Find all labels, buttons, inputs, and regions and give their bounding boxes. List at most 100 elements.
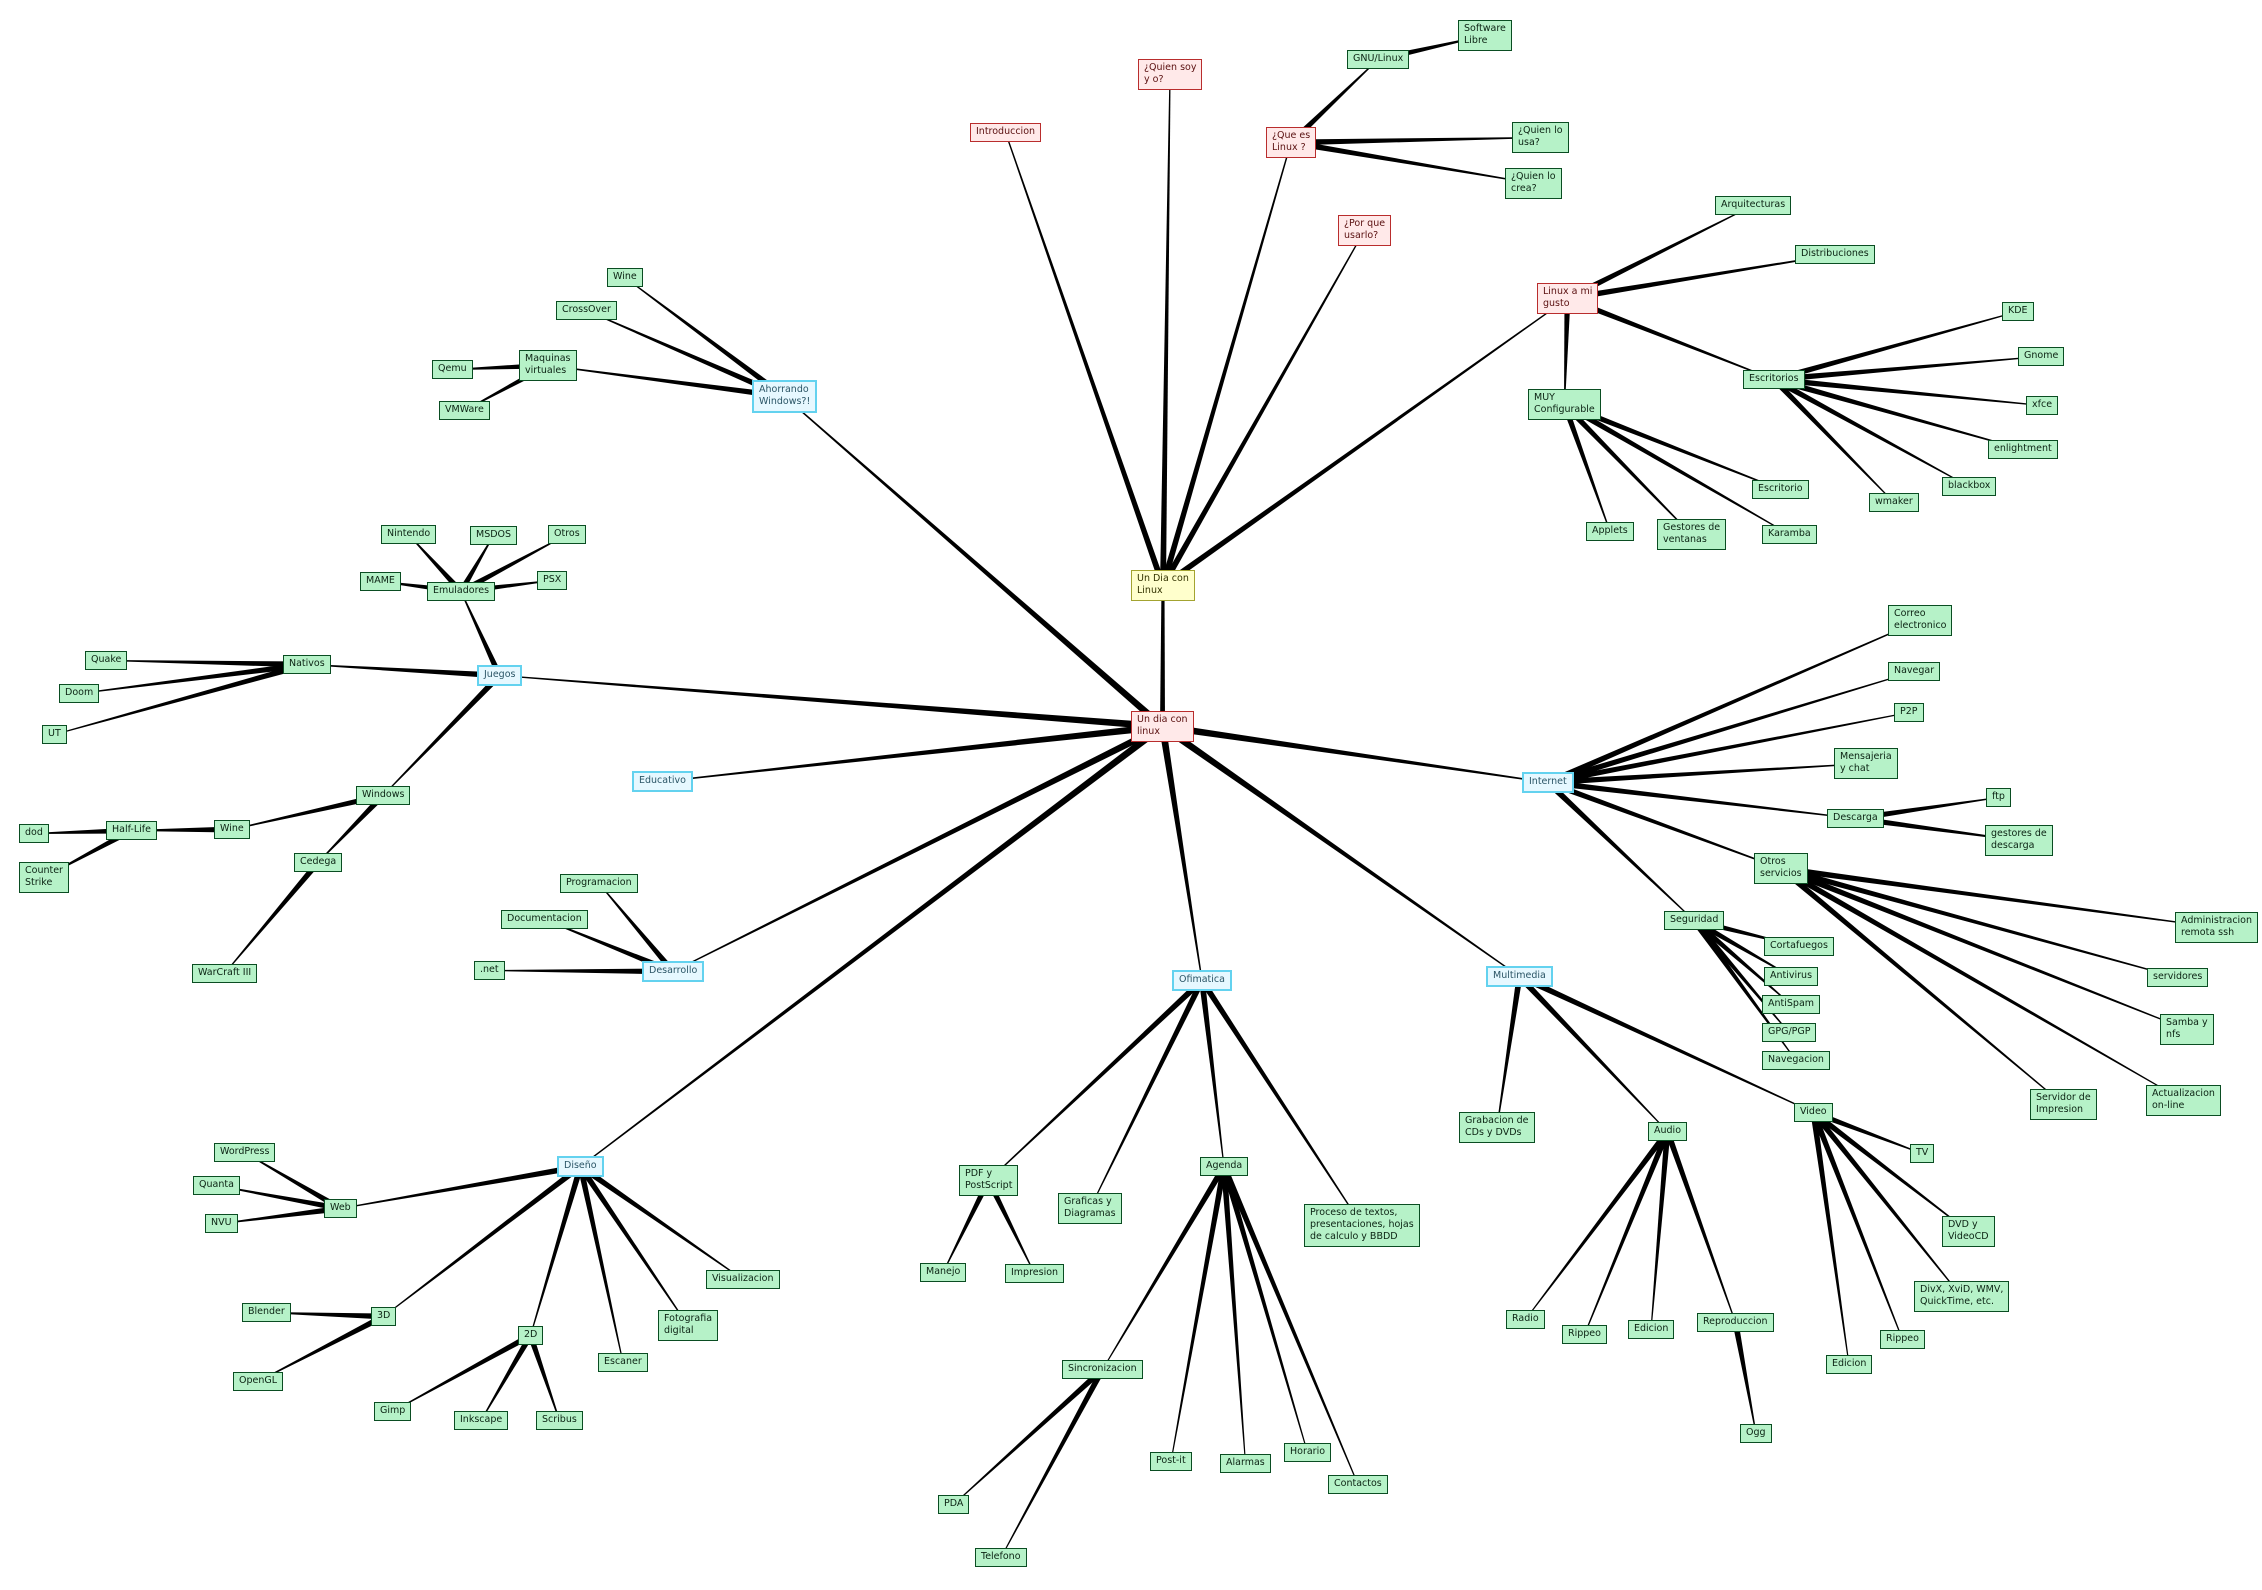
node-grabacion[interactable]: Grabacion de CDs y DVDs <box>1459 1112 1535 1143</box>
node-edicion2[interactable]: Edicion <box>1826 1355 1873 1374</box>
node-gnu[interactable]: GNU/Linux <box>1347 50 1410 69</box>
node-ofimatica[interactable]: Ofimatica <box>1172 970 1232 991</box>
node-windows[interactable]: Windows <box>356 786 411 805</box>
node-audio[interactable]: Audio <box>1648 1122 1688 1141</box>
node-mame[interactable]: MAME <box>360 572 401 591</box>
node-ut[interactable]: UT <box>42 725 67 744</box>
node-nativos[interactable]: Nativos <box>283 655 331 674</box>
node-quiencrea[interactable]: ¿Quien lo crea? <box>1505 168 1562 199</box>
node-opengl[interactable]: OpenGL <box>233 1372 284 1391</box>
node-correo[interactable]: Correo electronico <box>1888 605 1953 636</box>
node-cortafuegos[interactable]: Cortafuegos <box>1764 937 1834 956</box>
node-kde[interactable]: KDE <box>2002 302 2034 321</box>
node-actualizacion[interactable]: Actualizacion on-line <box>2146 1085 2221 1116</box>
node-ftp[interactable]: ftp <box>1986 788 2011 807</box>
node-descarga[interactable]: Descarga <box>1827 809 1884 828</box>
node-radio[interactable]: Radio <box>1506 1310 1545 1329</box>
node-gpg[interactable]: GPG/PGP <box>1762 1023 1817 1042</box>
node-video[interactable]: Video <box>1794 1103 1833 1122</box>
node-ahorrando[interactable]: Ahorrando Windows?! <box>752 380 818 413</box>
node-otrosserv[interactable]: Otros servicios <box>1754 853 1808 884</box>
node-tv[interactable]: TV <box>1910 1144 1935 1163</box>
node-antivirus[interactable]: Antivirus <box>1764 967 1819 986</box>
node-porque[interactable]: ¿Por que usarlo? <box>1338 215 1392 246</box>
node-gusto[interactable]: Linux a mi gusto <box>1537 283 1599 314</box>
node-divx[interactable]: DivX, XviD, WMV, QuickTime, etc. <box>1914 1281 2010 1312</box>
node-gnome[interactable]: Gnome <box>2018 347 2065 366</box>
node-contactos[interactable]: Contactos <box>1328 1475 1388 1494</box>
node-cstrike[interactable]: Counter Strike <box>19 862 69 893</box>
node-rippeo2[interactable]: Rippeo <box>1880 1330 1925 1349</box>
node-otros1[interactable]: Otros <box>548 525 586 544</box>
node-quien[interactable]: ¿Quien soy y o? <box>1138 59 1203 90</box>
node-multimedia[interactable]: Multimedia <box>1486 966 1553 987</box>
node-blender[interactable]: Blender <box>242 1303 291 1322</box>
node-sincro[interactable]: Sincronizacion <box>1062 1360 1143 1379</box>
node-desarrollo[interactable]: Desarrollo <box>642 961 705 982</box>
node-swlibre[interactable]: Software Libre <box>1458 20 1512 51</box>
node-juegos[interactable]: Juegos <box>477 665 523 686</box>
node-navegacion[interactable]: Navegacion <box>1762 1051 1830 1070</box>
node-agenda[interactable]: Agenda <box>1200 1157 1249 1176</box>
node-pda[interactable]: PDA <box>938 1495 970 1514</box>
node-adminremota[interactable]: Administracion remota ssh <box>2175 912 2259 943</box>
node-vmware[interactable]: VMWare <box>439 401 490 420</box>
node-dod[interactable]: dod <box>19 824 49 843</box>
node-educativo[interactable]: Educativo <box>632 771 693 792</box>
node-alarmas[interactable]: Alarmas <box>1220 1454 1271 1473</box>
node-servimpresion[interactable]: Servidor de Impresion <box>2030 1089 2097 1120</box>
node-dvd[interactable]: DVD y VideoCD <box>1942 1216 1995 1247</box>
node-d3[interactable]: 3D <box>371 1307 397 1326</box>
node-maqvirt[interactable]: Maquinas virtuales <box>519 350 577 381</box>
node-rippeo1[interactable]: Rippeo <box>1562 1325 1607 1344</box>
node-servidores[interactable]: servidores <box>2147 968 2209 987</box>
node-quees[interactable]: ¿Que es Linux ? <box>1266 127 1317 158</box>
node-gestventanas[interactable]: Gestores de ventanas <box>1657 519 1727 550</box>
node-navegar[interactable]: Navegar <box>1888 662 1941 681</box>
node-quanta[interactable]: Quanta <box>193 1176 240 1195</box>
node-crossover[interactable]: CrossOver <box>556 301 617 320</box>
node-programacion[interactable]: Programacion <box>560 874 638 893</box>
node-pdf[interactable]: PDF y PostScript <box>959 1165 1019 1196</box>
node-mensajeria[interactable]: Mensajeria y chat <box>1834 748 1898 779</box>
node-inkscape[interactable]: Inkscape <box>454 1411 509 1430</box>
node-documentacion[interactable]: Documentacion <box>501 910 588 929</box>
node-distros[interactable]: Distribuciones <box>1795 245 1875 264</box>
node-talk[interactable]: Un Dia con Linux <box>1131 570 1195 601</box>
node-intro[interactable]: Introduccion <box>970 123 1042 142</box>
node-halflife[interactable]: Half-Life <box>106 821 157 840</box>
node-web[interactable]: Web <box>324 1199 357 1218</box>
node-arq[interactable]: Arquitecturas <box>1715 196 1792 215</box>
node-ogg[interactable]: Ogg <box>1740 1424 1772 1443</box>
node-telefono[interactable]: Telefono <box>975 1548 1027 1567</box>
node-quake[interactable]: Quake <box>85 651 128 670</box>
node-wordpress[interactable]: WordPress <box>214 1143 276 1162</box>
node-root[interactable]: Un dia con linux <box>1131 711 1194 742</box>
node-edicion1[interactable]: Edicion <box>1628 1320 1675 1339</box>
node-gimp[interactable]: Gimp <box>374 1402 412 1421</box>
node-quienusa[interactable]: ¿Quien lo usa? <box>1512 122 1569 153</box>
node-blackbox[interactable]: blackbox <box>1942 477 1997 496</box>
node-muyconf[interactable]: MUY Configurable <box>1528 389 1601 420</box>
node-procesotextos[interactable]: Proceso de textos, presentaciones, hojas… <box>1304 1204 1420 1247</box>
node-wmaker[interactable]: wmaker <box>1869 493 1919 512</box>
node-nvu[interactable]: NVU <box>205 1214 238 1233</box>
node-karamba[interactable]: Karamba <box>1762 525 1817 544</box>
node-escaner[interactable]: Escaner <box>598 1353 648 1372</box>
node-antispam[interactable]: AntiSpam <box>1762 995 1821 1014</box>
node-cedega[interactable]: Cedega <box>294 853 343 872</box>
node-doom[interactable]: Doom <box>59 684 100 703</box>
node-xfce[interactable]: xfce <box>2026 396 2059 415</box>
node-samba[interactable]: Samba y nfs <box>2160 1014 2214 1045</box>
node-qemu[interactable]: Qemu <box>432 360 473 379</box>
node-enlight[interactable]: enlightment <box>1988 440 2058 459</box>
node-impresion[interactable]: Impresion <box>1005 1264 1065 1283</box>
node-manejo[interactable]: Manejo <box>920 1263 967 1282</box>
node-escritorios[interactable]: Escritorios <box>1743 370 1805 389</box>
node-horario[interactable]: Horario <box>1284 1443 1332 1462</box>
node-internet[interactable]: Internet <box>1522 772 1574 793</box>
node-postit[interactable]: Post-it <box>1150 1452 1192 1471</box>
node-graficas[interactable]: Graficas y Diagramas <box>1058 1193 1122 1224</box>
node-wine1[interactable]: Wine <box>607 268 643 287</box>
node-escritorio[interactable]: Escritorio <box>1752 480 1809 499</box>
